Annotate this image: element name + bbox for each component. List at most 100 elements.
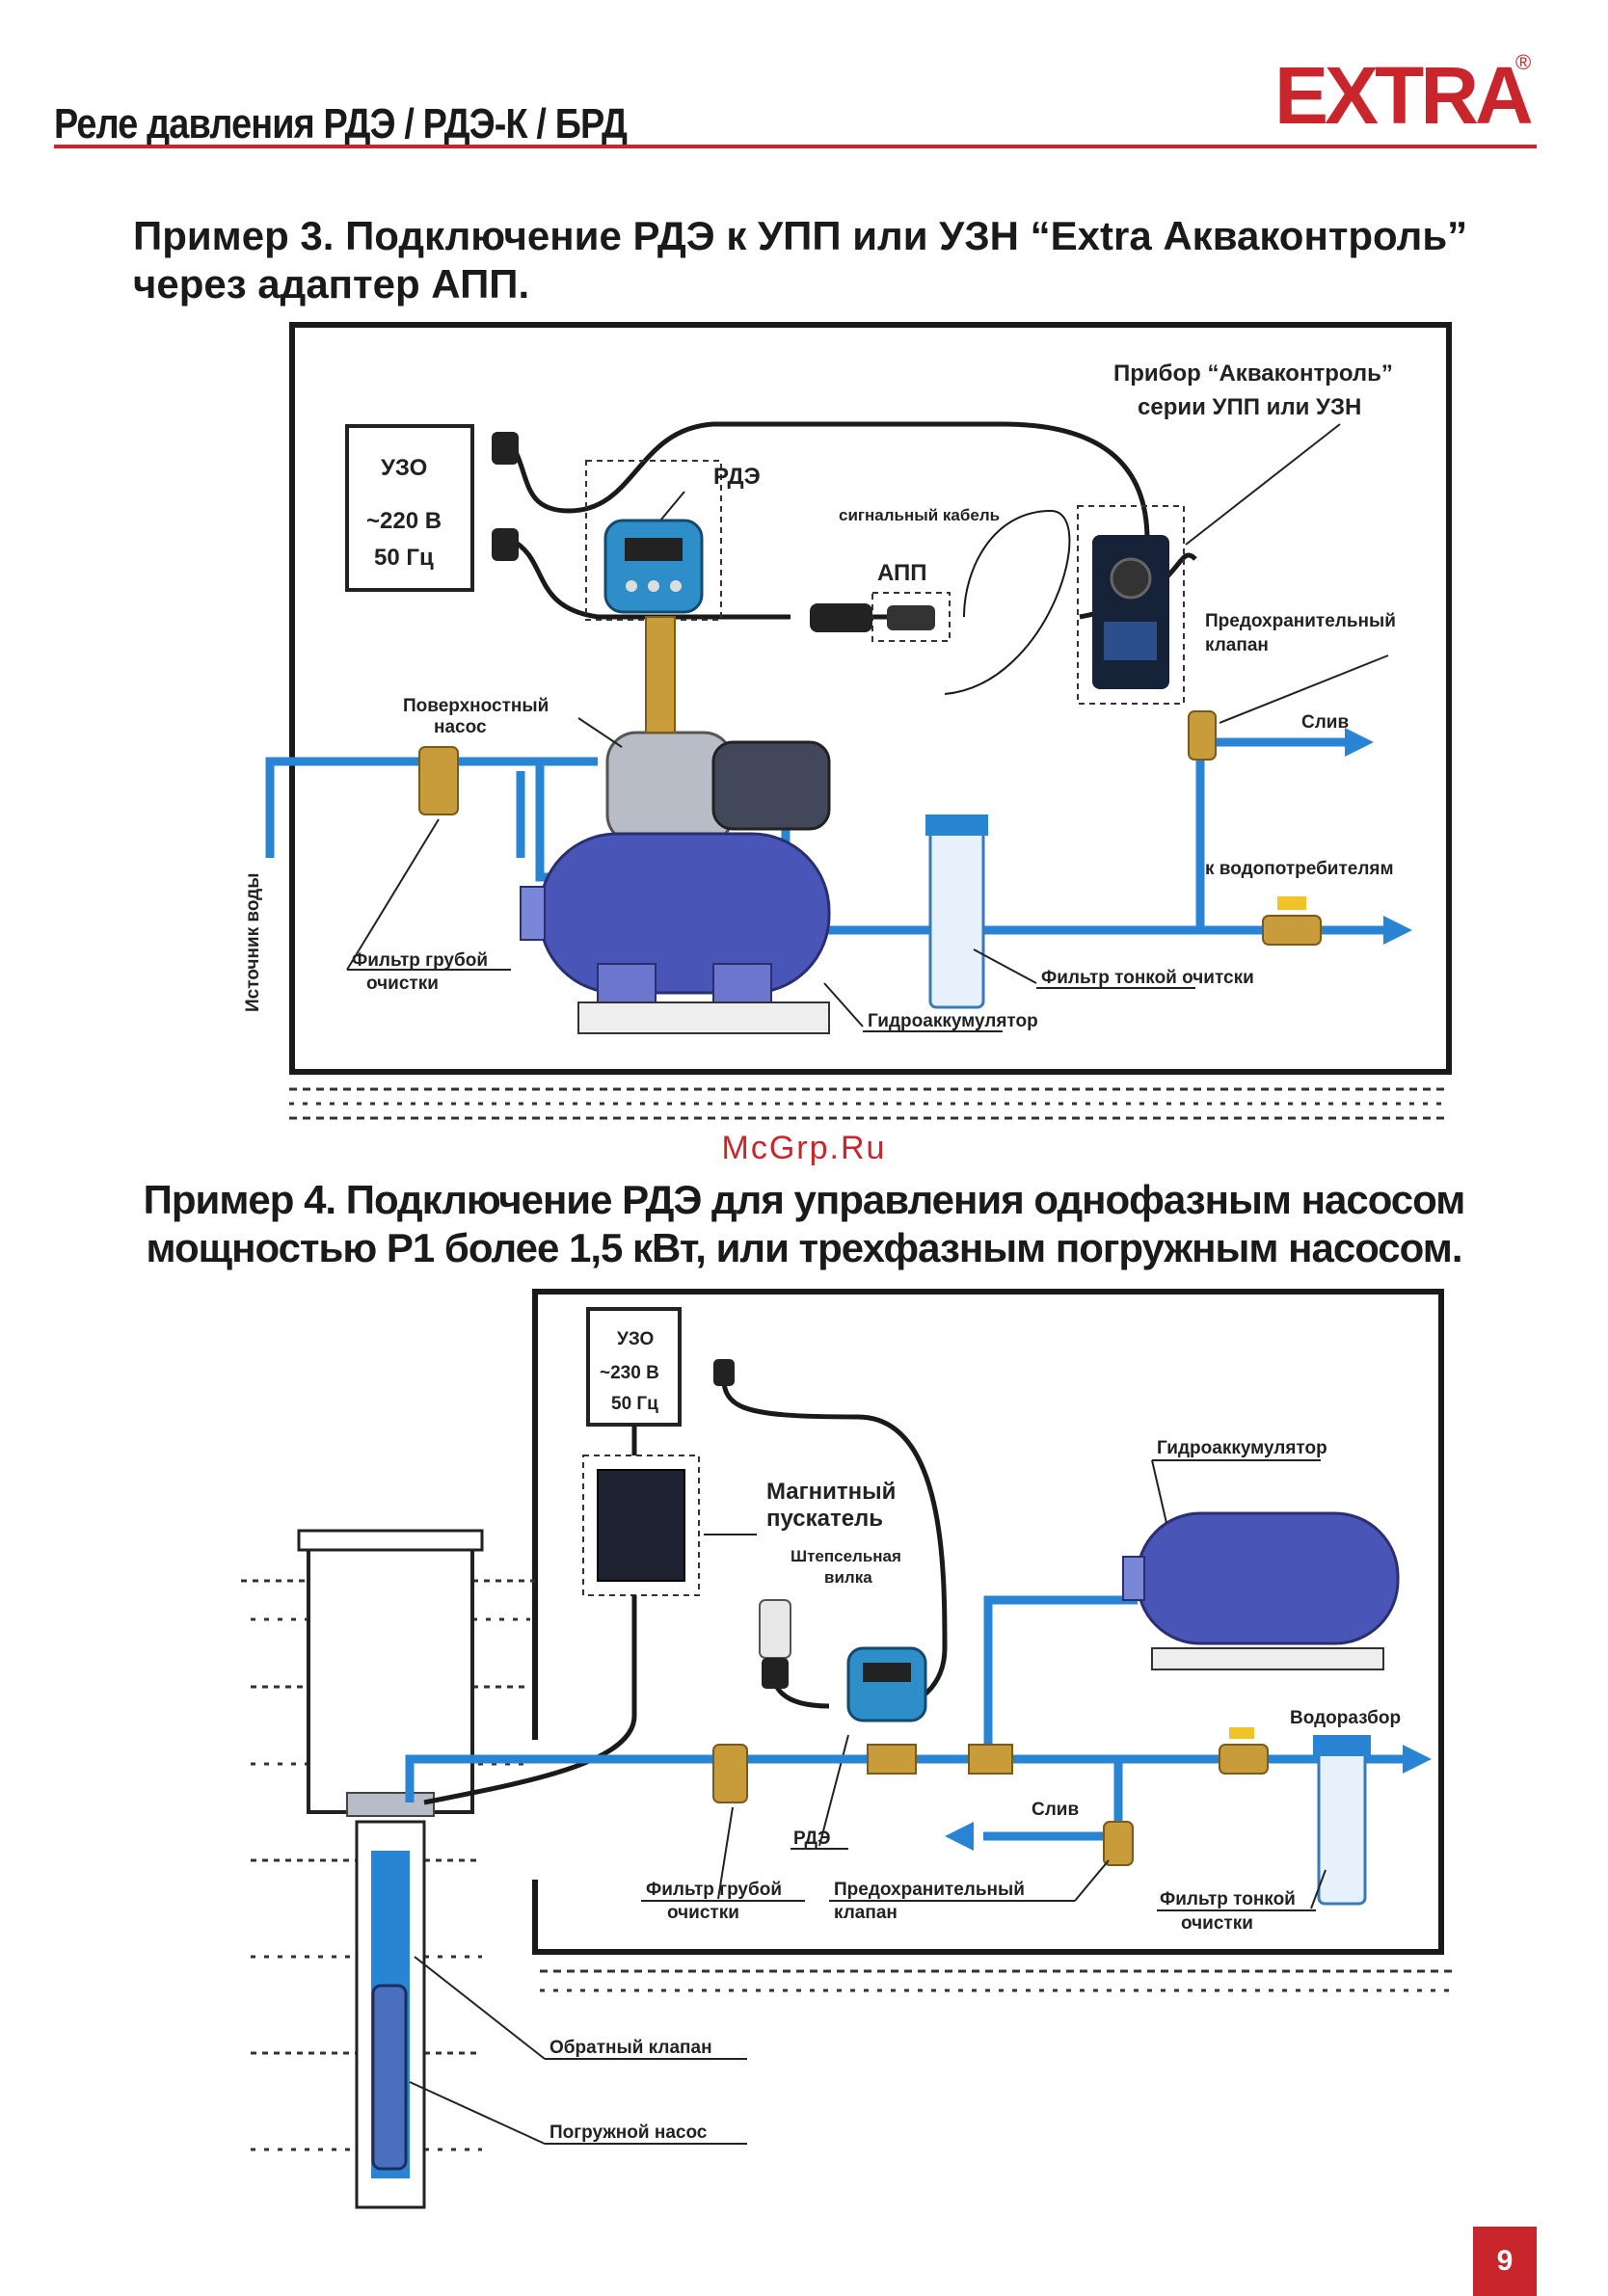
pump-motor bbox=[711, 740, 831, 831]
example3-diagram: УЗО ~220 В 50 Гц РДЭ сигнальный кабель А… bbox=[243, 322, 1452, 1120]
example3-title-line1: Пример 3. Подключение РДЭ к УПП или УЗН … bbox=[133, 213, 1468, 258]
example3-title-line2: через адаптер АПП. bbox=[133, 261, 530, 307]
magnetic-starter bbox=[597, 1469, 685, 1582]
plug-icon bbox=[492, 528, 519, 561]
safety-valve-label-line2: клапан bbox=[834, 1903, 898, 1923]
safety-valve-label-line1: Предохранительный bbox=[1205, 611, 1396, 631]
extra-logo: EXTRA ® bbox=[1274, 50, 1533, 135]
coarse-filter bbox=[418, 746, 459, 815]
uzo-voltage: ~230 В bbox=[600, 1363, 659, 1383]
soil-hatch bbox=[241, 1579, 1456, 2151]
app-label: АПП bbox=[877, 560, 927, 586]
uzo-voltage: ~220 В bbox=[366, 508, 442, 534]
safety-valve-label-line1: Предохранительный bbox=[834, 1880, 1025, 1900]
rde-display bbox=[625, 538, 683, 561]
rde-label: РДЭ bbox=[713, 464, 761, 490]
header-rule bbox=[54, 145, 1537, 148]
page-number: 9 bbox=[1473, 2227, 1537, 2296]
plug-label-line2: вилка bbox=[824, 1568, 872, 1587]
plug-label-line1: Штепсельная bbox=[791, 1547, 901, 1565]
uzo-label: УЗО bbox=[381, 455, 427, 481]
uzo-freq: 50 Гц bbox=[374, 545, 434, 571]
accumulator-tank bbox=[538, 832, 831, 995]
ball-valve-handle bbox=[1229, 1727, 1254, 1739]
plug bbox=[759, 1599, 791, 1659]
rde-display bbox=[863, 1663, 911, 1682]
watermark: McGrp.Ru bbox=[721, 1130, 887, 1166]
brass-tee bbox=[968, 1744, 1013, 1775]
water-outlet-label: Водоразбор bbox=[1290, 1708, 1401, 1728]
device-socket bbox=[1110, 557, 1152, 600]
brass-fitting bbox=[645, 616, 676, 734]
drain-label: Слив bbox=[1301, 712, 1349, 733]
check-valve-label: Обратный клапан bbox=[549, 2038, 712, 2058]
fine-filter-label-line2: очистки bbox=[1181, 1913, 1253, 1934]
fine-filter-head bbox=[925, 814, 988, 836]
drain-label: Слив bbox=[1032, 1800, 1079, 1820]
brass-tee bbox=[867, 1744, 917, 1775]
device-label-line1: Прибор “Акваконтроль” bbox=[1113, 360, 1393, 387]
example4-title-line2: мощностью Р1 более 1,5 кВт, или трехфазн… bbox=[146, 1225, 1463, 1270]
signal-cable-label: сигнальный кабель bbox=[839, 506, 1000, 524]
tank-flange bbox=[1122, 1556, 1145, 1601]
well-cap bbox=[297, 1529, 484, 1552]
tank-stand bbox=[577, 1001, 830, 1034]
ground-hatch bbox=[289, 1087, 1446, 1120]
coarse-filter-label-line1: Фильтр грубой bbox=[646, 1880, 782, 1900]
ball-valve bbox=[1262, 915, 1322, 946]
diagram4-frame bbox=[532, 1289, 1444, 1955]
fine-filter bbox=[928, 817, 985, 1009]
ball-valve-handle bbox=[1277, 896, 1306, 910]
app-adapter bbox=[887, 605, 935, 630]
arrow-outlet bbox=[1403, 1745, 1432, 1774]
device-label-line2: серии УПП или УЗН bbox=[1138, 394, 1361, 420]
registered-mark: ® bbox=[1515, 50, 1531, 74]
fine-filter-label-line1: Фильтр тонкой bbox=[1160, 1889, 1296, 1909]
water-source-label: Источник воды bbox=[243, 873, 263, 1012]
page-header-title: Реле давления РДЭ / РДЭ-К / БРД bbox=[54, 100, 628, 147]
accumulator-label: Гидроаккумулятор bbox=[1157, 1438, 1327, 1458]
to-consumers-label: к водопотребителям bbox=[1205, 859, 1394, 879]
plug-socket bbox=[762, 1658, 789, 1689]
uzo-box bbox=[345, 424, 474, 592]
example4-title: Пример 4. Подключение РДЭ для управления… bbox=[0, 1176, 1608, 1272]
tank-flange bbox=[520, 886, 546, 941]
ball-valve bbox=[1219, 1744, 1269, 1775]
fine-filter-head bbox=[1313, 1735, 1371, 1756]
pump-label-line1: Поверхностный bbox=[403, 696, 549, 716]
safety-valve bbox=[1188, 710, 1217, 761]
coarse-filter bbox=[712, 1744, 748, 1803]
accumulator-label: Гидроаккумулятор bbox=[868, 1011, 1038, 1031]
uzo-label: УЗО bbox=[617, 1329, 654, 1349]
wellhead bbox=[346, 1792, 435, 1817]
plug-icon bbox=[713, 1359, 735, 1386]
arrow-consumers bbox=[1383, 916, 1412, 945]
device-label-plate bbox=[1104, 622, 1157, 660]
example4-title-line1: Пример 4. Подключение РДЭ для управления… bbox=[143, 1177, 1466, 1222]
rde-device bbox=[846, 1646, 927, 1722]
device-dashed-box bbox=[1077, 505, 1185, 705]
uzo-freq: 50 Гц bbox=[611, 1394, 658, 1414]
starter-label-line1: Магнитный bbox=[766, 1479, 896, 1505]
app-connector bbox=[810, 603, 872, 632]
well-shaft bbox=[307, 1540, 474, 1814]
fine-filter-label: Фильтр тонкой очитски bbox=[1041, 968, 1254, 988]
fine-filter bbox=[1317, 1738, 1367, 1906]
submersible-pump bbox=[371, 1984, 408, 2171]
example4-diagram: УЗО ~230 В 50 Гц Магнитный пускатель Ште… bbox=[241, 1289, 1456, 2209]
rde-device bbox=[603, 519, 704, 614]
arrow-drain bbox=[1345, 728, 1374, 757]
coarse-filter-label-line2: очистки bbox=[667, 1903, 739, 1923]
plug-icon bbox=[492, 432, 519, 465]
starter-label-line2: пускатель bbox=[766, 1506, 883, 1532]
safety-valve-label-line2: клапан bbox=[1205, 635, 1269, 655]
diagram3-frame bbox=[289, 322, 1452, 1075]
submersible-pump-label: Погружной насос bbox=[549, 2122, 708, 2143]
starter-dashed-box bbox=[582, 1455, 700, 1596]
pump-label-line2: насос bbox=[434, 717, 487, 737]
rde-label: РДЭ bbox=[793, 1829, 831, 1849]
arrow-drain bbox=[945, 1822, 974, 1851]
logo-text: EXTRA bbox=[1274, 50, 1532, 135]
example3-title: Пример 3. Подключение РДЭ к УПП или УЗН … bbox=[133, 212, 1467, 308]
coarse-filter-label-line2: очистки bbox=[366, 974, 439, 994]
